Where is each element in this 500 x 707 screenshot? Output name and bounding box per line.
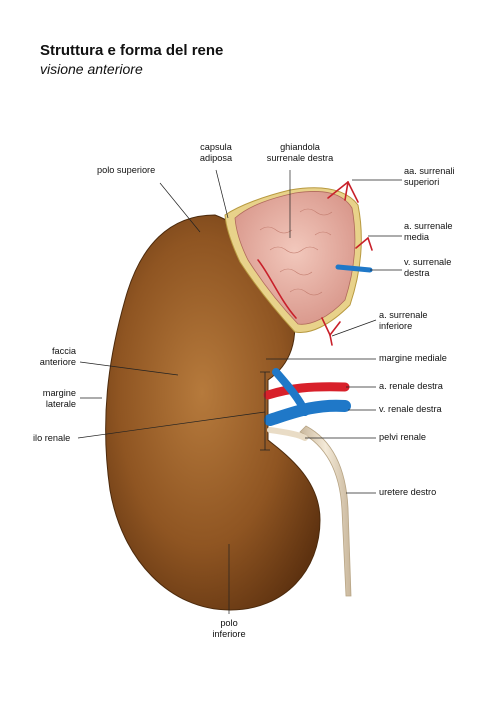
label-v-surrenale-destra: v. surrenale destra xyxy=(404,257,452,278)
page-title: Struttura e forma del rene xyxy=(40,42,224,59)
leader-lines xyxy=(77,169,402,614)
label-a-renale-destra: a. renale destra xyxy=(379,381,443,391)
label-polo-superiore: polo superiore xyxy=(97,165,156,175)
label-aa-surrenali-superiori: aa. surrenali superiori xyxy=(404,166,455,187)
label-margine-mediale: margine mediale xyxy=(379,353,447,363)
label-v-renale-destra: v. renale destra xyxy=(379,404,442,414)
adrenal-lobules xyxy=(259,208,333,296)
label-faccia-anteriore: faccia anteriore xyxy=(39,346,76,367)
label-polo-inferiore: polo inferiore xyxy=(212,618,246,639)
label-margine-laterale: margine laterale xyxy=(42,388,76,409)
page-subtitle: visione anteriore xyxy=(40,61,143,77)
ureter-shape xyxy=(299,425,352,597)
label-pelvi-renale: pelvi renale xyxy=(379,432,426,442)
label-uretere-destro: uretere destro xyxy=(379,487,437,497)
renal-artery-shape xyxy=(263,382,350,400)
renal-pelvis-shape xyxy=(267,427,308,441)
label-ghiandola-surrenale-destra: ghiandola surrenale destra xyxy=(266,142,334,163)
adrenal-gland-shape xyxy=(234,191,356,325)
label-a-surrenale-inferiore: a. surrenale inferiore xyxy=(379,310,428,331)
label-capsula-adiposa: capsula adiposa xyxy=(199,142,233,163)
label-a-surrenale-media: a. surrenale media xyxy=(404,221,453,242)
renal-vein-branch xyxy=(272,368,309,416)
label-ilo-renale: ilo renale xyxy=(33,433,71,443)
adrenal-arteries xyxy=(257,181,373,346)
adrenal-vein-shape xyxy=(335,264,373,273)
